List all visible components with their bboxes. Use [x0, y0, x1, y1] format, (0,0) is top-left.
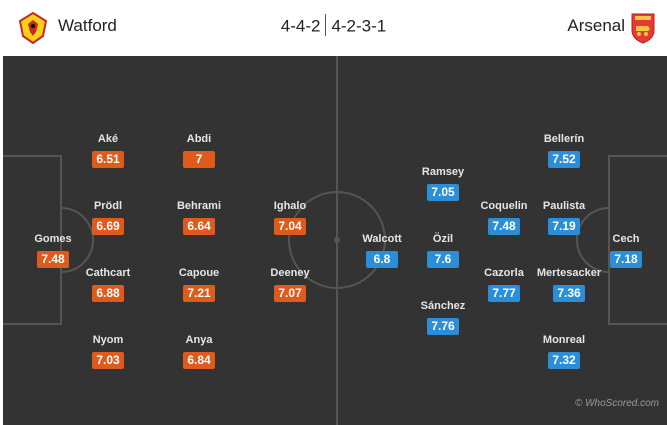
player-anya[interactable]: Anya 6.84: [159, 334, 239, 369]
formation-divider: [325, 14, 327, 36]
player-name: Ighalo: [273, 200, 307, 212]
rating-badge: 7.76: [427, 318, 459, 335]
rating-badge: 7.19: [548, 218, 580, 235]
rating-badge: 7.48: [488, 218, 520, 235]
player-name: Abdi: [186, 133, 212, 145]
player-nyom[interactable]: Nyom 7.03: [68, 334, 148, 369]
home-team-name: Watford: [58, 16, 117, 35]
rating-badge: 7.52: [548, 151, 580, 168]
rating-badge: 7.05: [427, 184, 459, 201]
player-bellerin[interactable]: Bellerín 7.52: [524, 133, 604, 168]
player-name: Paulista: [542, 200, 586, 212]
rating-badge: 6.64: [183, 218, 215, 235]
player-sanchez[interactable]: Sánchez 7.76: [403, 300, 483, 335]
player-name: Capoue: [178, 267, 220, 279]
player-behrami[interactable]: Behrami 6.64: [159, 200, 239, 235]
rating-badge: 7.6: [427, 251, 459, 268]
rating-badge: 7.04: [274, 218, 306, 235]
match-header: Watford 4-4-2 4-2-3-1 Arsenal: [0, 0, 667, 56]
player-name: Sánchez: [420, 300, 466, 312]
whoscored-credit: © WhoScored.com: [574, 398, 659, 409]
pitch-markings: [3, 56, 667, 425]
home-formation: 4-4-2: [280, 16, 321, 36]
player-name: Anya: [185, 334, 213, 346]
player-name: Monreal: [542, 334, 586, 346]
player-prodl[interactable]: Prödl 6.69: [68, 200, 148, 235]
player-capoue[interactable]: Capoue 7.21: [159, 267, 239, 302]
player-name: Cazorla: [484, 267, 524, 279]
player-name: Mertesacker: [536, 267, 602, 279]
player-mertesacker[interactable]: Mertesacker 7.36: [529, 267, 609, 302]
rating-badge: 6.51: [92, 151, 124, 168]
rating-badge: 7.03: [92, 352, 124, 369]
player-name: Cathcart: [85, 267, 131, 279]
player-deeney[interactable]: Deeney 7.07: [250, 267, 330, 302]
away-team-name: Arsenal: [567, 16, 625, 35]
player-name: Coquelin: [480, 200, 528, 212]
rating-badge: 7.36: [553, 285, 585, 302]
rating-badge: 7.77: [488, 285, 520, 302]
rating-badge: 7.48: [37, 251, 69, 268]
player-name: Gomes: [34, 233, 72, 245]
rating-badge: 6.69: [92, 218, 124, 235]
player-name: Özil: [432, 233, 454, 245]
player-cech[interactable]: Cech 7.18: [586, 233, 666, 268]
player-name: Aké: [97, 133, 119, 145]
rating-badge: 7.21: [183, 285, 215, 302]
player-paulista[interactable]: Paulista 7.19: [524, 200, 604, 235]
player-cathcart[interactable]: Cathcart 6.88: [68, 267, 148, 302]
player-gomes[interactable]: Gomes 7.48: [13, 233, 93, 268]
player-monreal[interactable]: Monreal 7.32: [524, 334, 604, 369]
player-abdi[interactable]: Abdi 7: [159, 133, 239, 168]
player-cazorla[interactable]: Cazorla 7.77: [464, 267, 544, 302]
arsenal-crest-icon: [630, 12, 656, 49]
player-name: Walcott: [362, 233, 402, 245]
player-ozil[interactable]: Özil 7.6: [403, 233, 483, 268]
player-name: Bellerín: [543, 133, 585, 145]
rating-badge: 7.32: [548, 352, 580, 369]
player-ramsey[interactable]: Ramsey 7.05: [403, 166, 483, 201]
watford-crest-icon: [18, 11, 48, 49]
rating-badge: 6.8: [366, 251, 398, 268]
player-name: Cech: [612, 233, 640, 245]
pitch: Gomes 7.48 Aké 6.51 Prödl 6.69 Cathcart …: [3, 56, 667, 425]
player-name: Deeney: [270, 267, 310, 279]
away-formation: 4-2-3-1: [331, 16, 387, 36]
rating-badge: 7.07: [274, 285, 306, 302]
player-name: Prödl: [93, 200, 123, 212]
player-name: Ramsey: [421, 166, 465, 178]
player-name: Nyom: [92, 334, 124, 346]
player-ake[interactable]: Aké 6.51: [68, 133, 148, 168]
rating-badge: 6.84: [183, 352, 215, 369]
player-ighalo[interactable]: Ighalo 7.04: [250, 200, 330, 235]
rating-badge: 6.88: [92, 285, 124, 302]
rating-badge: 7: [183, 151, 215, 168]
player-walcott[interactable]: Walcott 6.8: [342, 233, 422, 268]
player-coquelin[interactable]: Coquelin 7.48: [464, 200, 544, 235]
player-name: Behrami: [176, 200, 222, 212]
formations: 4-4-2 4-2-3-1: [0, 14, 667, 38]
rating-badge: 7.18: [610, 251, 642, 268]
